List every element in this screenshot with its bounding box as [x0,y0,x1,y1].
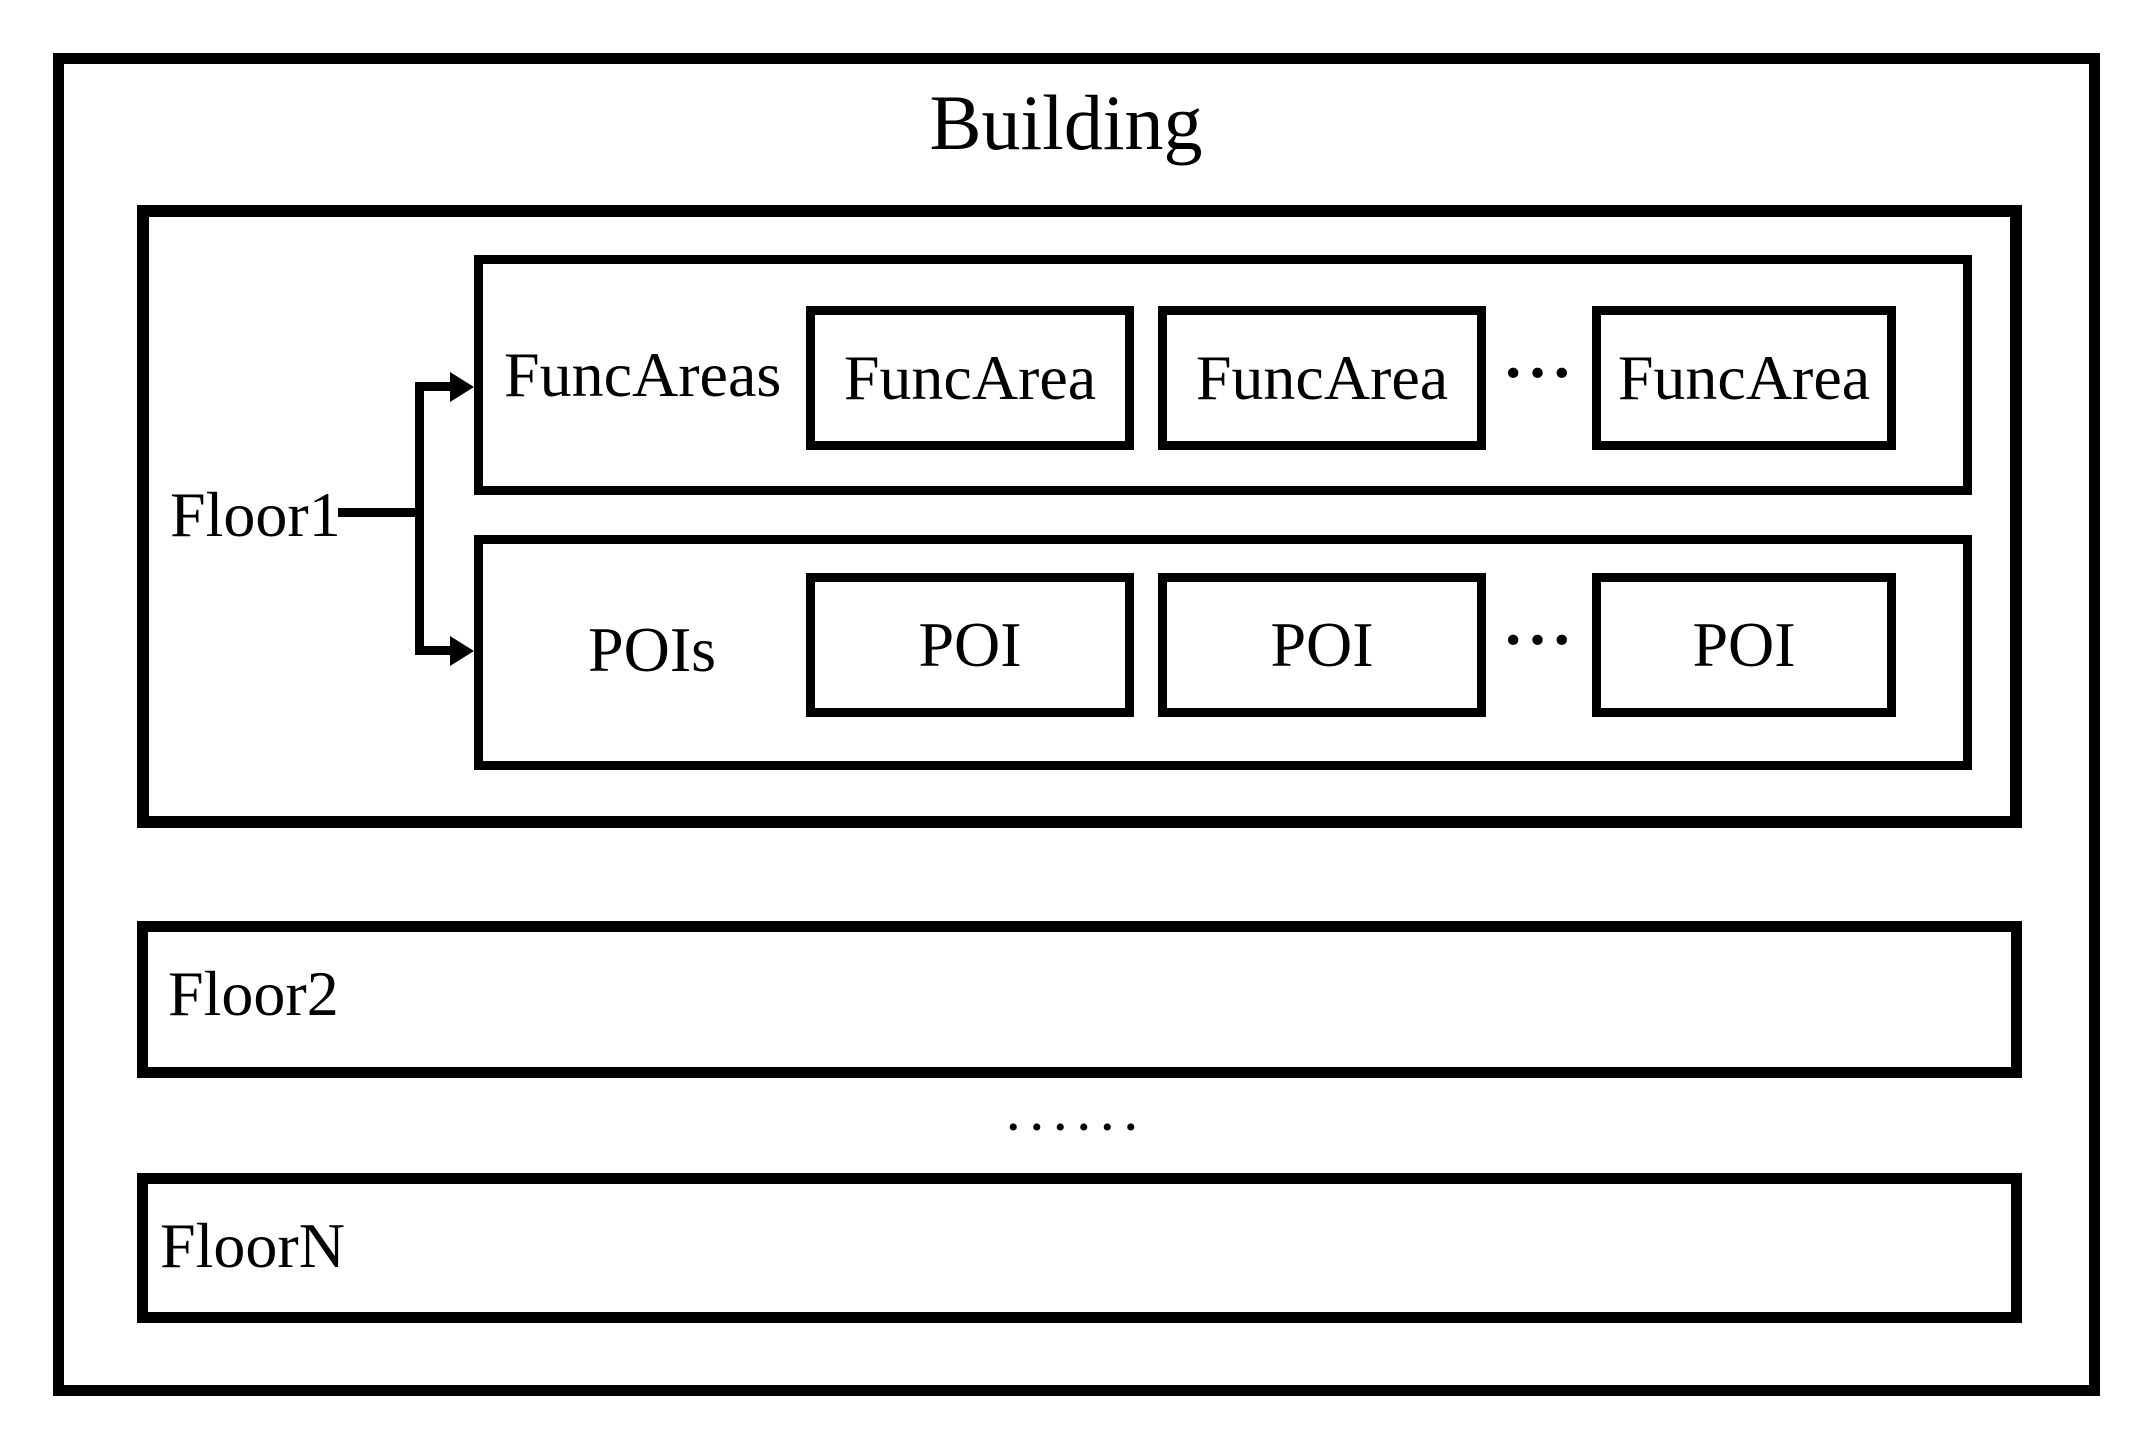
branch-line [415,382,424,655]
pois-ellipsis: ··· [1502,604,1576,675]
arrowhead-funcareas-icon [450,372,474,402]
floors-ellipsis: •••••• [1008,1111,1150,1144]
poi-label-2: POI [1270,609,1374,680]
pois-label: POIs [588,614,717,685]
funcareas-label: FuncAreas [504,339,782,410]
floorN-label: FloorN [160,1210,345,1281]
poi-label-1: POI [918,609,1022,680]
arrow-to-pois-shaft [415,646,455,655]
funcarea-label-2: FuncArea [1195,342,1449,413]
arrowhead-pois-icon [450,636,474,666]
floor1-connector-line [338,508,424,517]
floor2-box [137,921,2022,1078]
arrow-to-funcareas-shaft [415,382,455,391]
poi-label-3: POI [1692,609,1796,680]
funcarea-box-1: FuncArea [806,306,1134,450]
poi-box-2: POI [1158,573,1486,717]
poi-box-1: POI [806,573,1134,717]
floor1-label: Floor1 [170,479,341,550]
funcarea-box-2: FuncArea [1158,306,1486,450]
poi-box-3: POI [1592,573,1896,717]
funcarea-label-1: FuncArea [843,342,1097,413]
floor2-label: Floor2 [168,958,339,1029]
funcarea-label-3: FuncArea [1617,342,1871,413]
funcarea-box-3: FuncArea [1592,306,1896,450]
floorN-box [137,1173,2022,1323]
building-title: Building [929,79,1203,166]
funcareas-ellipsis: ··· [1502,337,1576,408]
